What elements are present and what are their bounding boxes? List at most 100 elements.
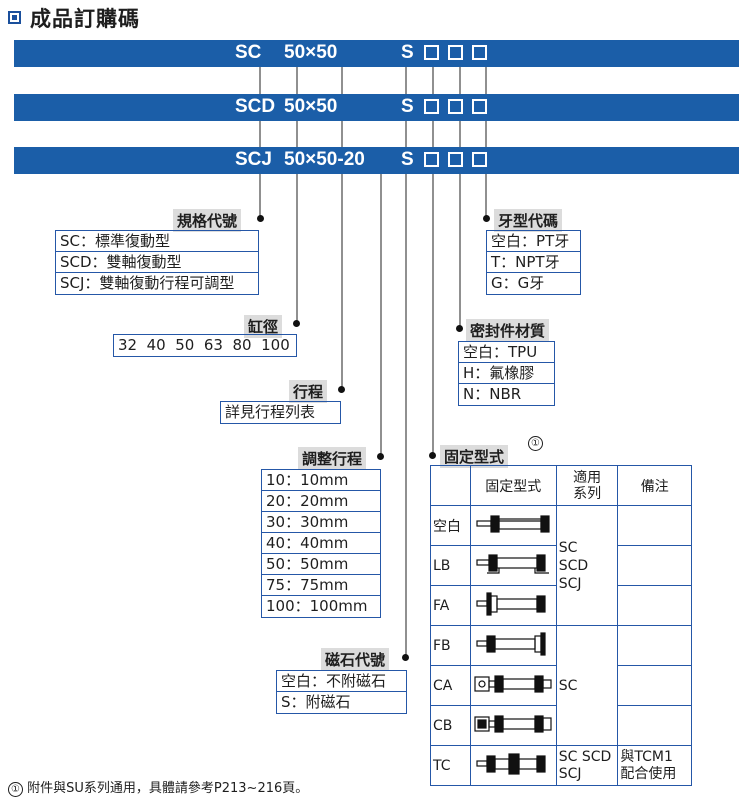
page-title: 成品訂購碼 — [30, 7, 140, 31]
title-bullet-icon — [8, 11, 21, 24]
stroke-box: 詳見行程列表 — [220, 401, 341, 424]
mount-header-remark: 備注 — [617, 465, 692, 506]
seal-item: H：氟橡膠 — [459, 363, 554, 384]
bore-dot — [293, 320, 300, 327]
adjust-label: 調整行程 — [298, 447, 367, 470]
spec-item: SC：標準復動型 — [56, 231, 258, 252]
mount-remark — [617, 545, 692, 586]
magnet-dot — [402, 654, 409, 661]
magnet-box: 空白：不附磁石 S：附磁石 — [276, 670, 407, 714]
mount-code: FB — [430, 625, 471, 666]
mount-row: FB SC — [430, 625, 692, 746]
cylinder-basic-icon — [469, 505, 557, 546]
thread-label: 牙型代碼 — [494, 209, 563, 232]
code-bore-stroke: 50×50-20 — [284, 149, 365, 170]
thread-box: 空白：PT牙 T：NPT牙 G：G牙 — [486, 230, 581, 295]
mount-code: CB — [430, 705, 471, 746]
mount-remark — [617, 625, 692, 666]
mount-label: 固定型式 — [440, 445, 509, 468]
mount-remark — [617, 585, 692, 626]
magnet-item: 空白：不附磁石 — [277, 671, 406, 692]
code-box-3 — [472, 99, 487, 114]
thread-item: T：NPT牙 — [487, 252, 580, 273]
code-box-3 — [472, 152, 487, 167]
code-bar-scd: SCD 50×50 S — [14, 94, 739, 121]
mount-remark — [617, 705, 692, 746]
footnote-mark: ① — [8, 782, 23, 797]
code-bore-stroke: 50×50 — [284, 42, 338, 63]
cylinder-single-clevis-icon — [469, 665, 557, 706]
bore-label: 缸徑 — [244, 315, 283, 338]
mount-header-row: 固定型式 適用系列 備注 — [430, 465, 692, 506]
mount-row: FA — [430, 585, 692, 626]
spec-label: 規格代號 — [173, 209, 242, 232]
mount-series-group1: SC SCD SCJ — [555, 505, 619, 626]
spec-item: SCJ：雙軸復動行程可調型 — [60, 274, 235, 292]
mount-header-blank — [430, 465, 471, 506]
code-magnet: S — [401, 149, 414, 170]
mount-series-group2: SC — [555, 625, 619, 746]
mount-header-type: 固定型式 — [469, 465, 557, 506]
mount-row: TC SC SCD SCJ 與TCM1 配合使用 — [430, 745, 692, 786]
adjust-item: 50：50mm — [262, 554, 380, 575]
code-magnet: S — [401, 96, 414, 117]
adjust-item: 10：10mm — [262, 470, 380, 491]
code-bar-scj: SCJ 50×50-20 S — [14, 147, 739, 174]
cylinder-double-clevis-icon — [469, 705, 557, 746]
code-box-2 — [448, 45, 463, 60]
cylinder-rear-flange-icon — [469, 625, 557, 666]
mount-code: TC — [430, 745, 471, 786]
mount-table: 固定型式 適用系列 備注 空白 SC SCD SCJ LB FA FB S — [430, 465, 692, 786]
bore-values: 32 40 50 63 80 100 — [118, 336, 290, 354]
footnote-text: 附件與SU系列通用，具體請參考P213~216頁。 — [27, 781, 309, 796]
code-bar-sc: SC 50×50 S — [14, 40, 739, 67]
seal-item: 空白：TPU — [459, 342, 554, 363]
adjust-item: 30：30mm — [262, 512, 380, 533]
footnote: ① 附件與SU系列通用，具體請參考P213~216頁。 — [8, 777, 308, 797]
mount-row: LB — [430, 545, 692, 586]
thread-dot — [483, 215, 490, 222]
seal-dot — [456, 325, 463, 332]
cylinder-foot-icon — [469, 545, 557, 586]
mount-code: 空白 — [430, 505, 471, 546]
mount-remark-tc: 與TCM1 配合使用 — [617, 745, 692, 786]
adjust-item: 20：20mm — [262, 491, 380, 512]
code-box-3 — [472, 45, 487, 60]
thread-item: 空白：PT牙 — [487, 231, 580, 252]
code-box-1 — [424, 99, 439, 114]
code-bore-stroke: 50×50 — [284, 96, 338, 117]
stroke-dot — [338, 386, 345, 393]
seal-item: N：NBR — [463, 385, 522, 403]
mount-remark — [617, 665, 692, 706]
adjust-box: 10：10mm 20：20mm 30：30mm 40：40mm 50：50mm … — [261, 469, 381, 618]
mount-header-series: 適用系列 — [555, 465, 619, 506]
code-box-1 — [424, 45, 439, 60]
mount-code: FA — [430, 585, 471, 626]
bore-box: 32 40 50 63 80 100 — [113, 334, 297, 357]
code-box-1 — [424, 152, 439, 167]
adjust-dot — [377, 453, 384, 460]
magnet-label: 磁石代號 — [321, 648, 390, 671]
code-series: SCJ — [235, 149, 272, 170]
mount-note-mark: ① — [528, 436, 543, 451]
code-series: SC — [235, 42, 262, 63]
magnet-item: S：附磁石 — [281, 693, 351, 711]
spec-item: SCD：雙軸復動型 — [56, 252, 258, 273]
seal-label: 密封件材質 — [466, 319, 550, 342]
mount-remark — [617, 505, 692, 546]
mount-row: 空白 SC SCD SCJ — [430, 505, 692, 626]
code-box-2 — [448, 152, 463, 167]
mount-code: LB — [430, 545, 471, 586]
stroke-label: 行程 — [289, 380, 328, 403]
seal-box: 空白：TPU H：氟橡膠 N：NBR — [458, 341, 555, 406]
adjust-item: 100：100mm — [266, 597, 368, 615]
code-box-2 — [448, 99, 463, 114]
cylinder-trunnion-icon — [469, 745, 557, 786]
mount-row: CA — [430, 665, 692, 706]
adjust-item: 75：75mm — [262, 575, 380, 596]
spec-box: SC：標準復動型 SCD：雙軸復動型 SCJ：雙軸復動行程可調型 — [55, 230, 259, 295]
cylinder-front-flange-icon — [469, 585, 557, 626]
thread-item: G：G牙 — [491, 274, 545, 292]
stroke-value: 詳見行程列表 — [225, 403, 316, 421]
